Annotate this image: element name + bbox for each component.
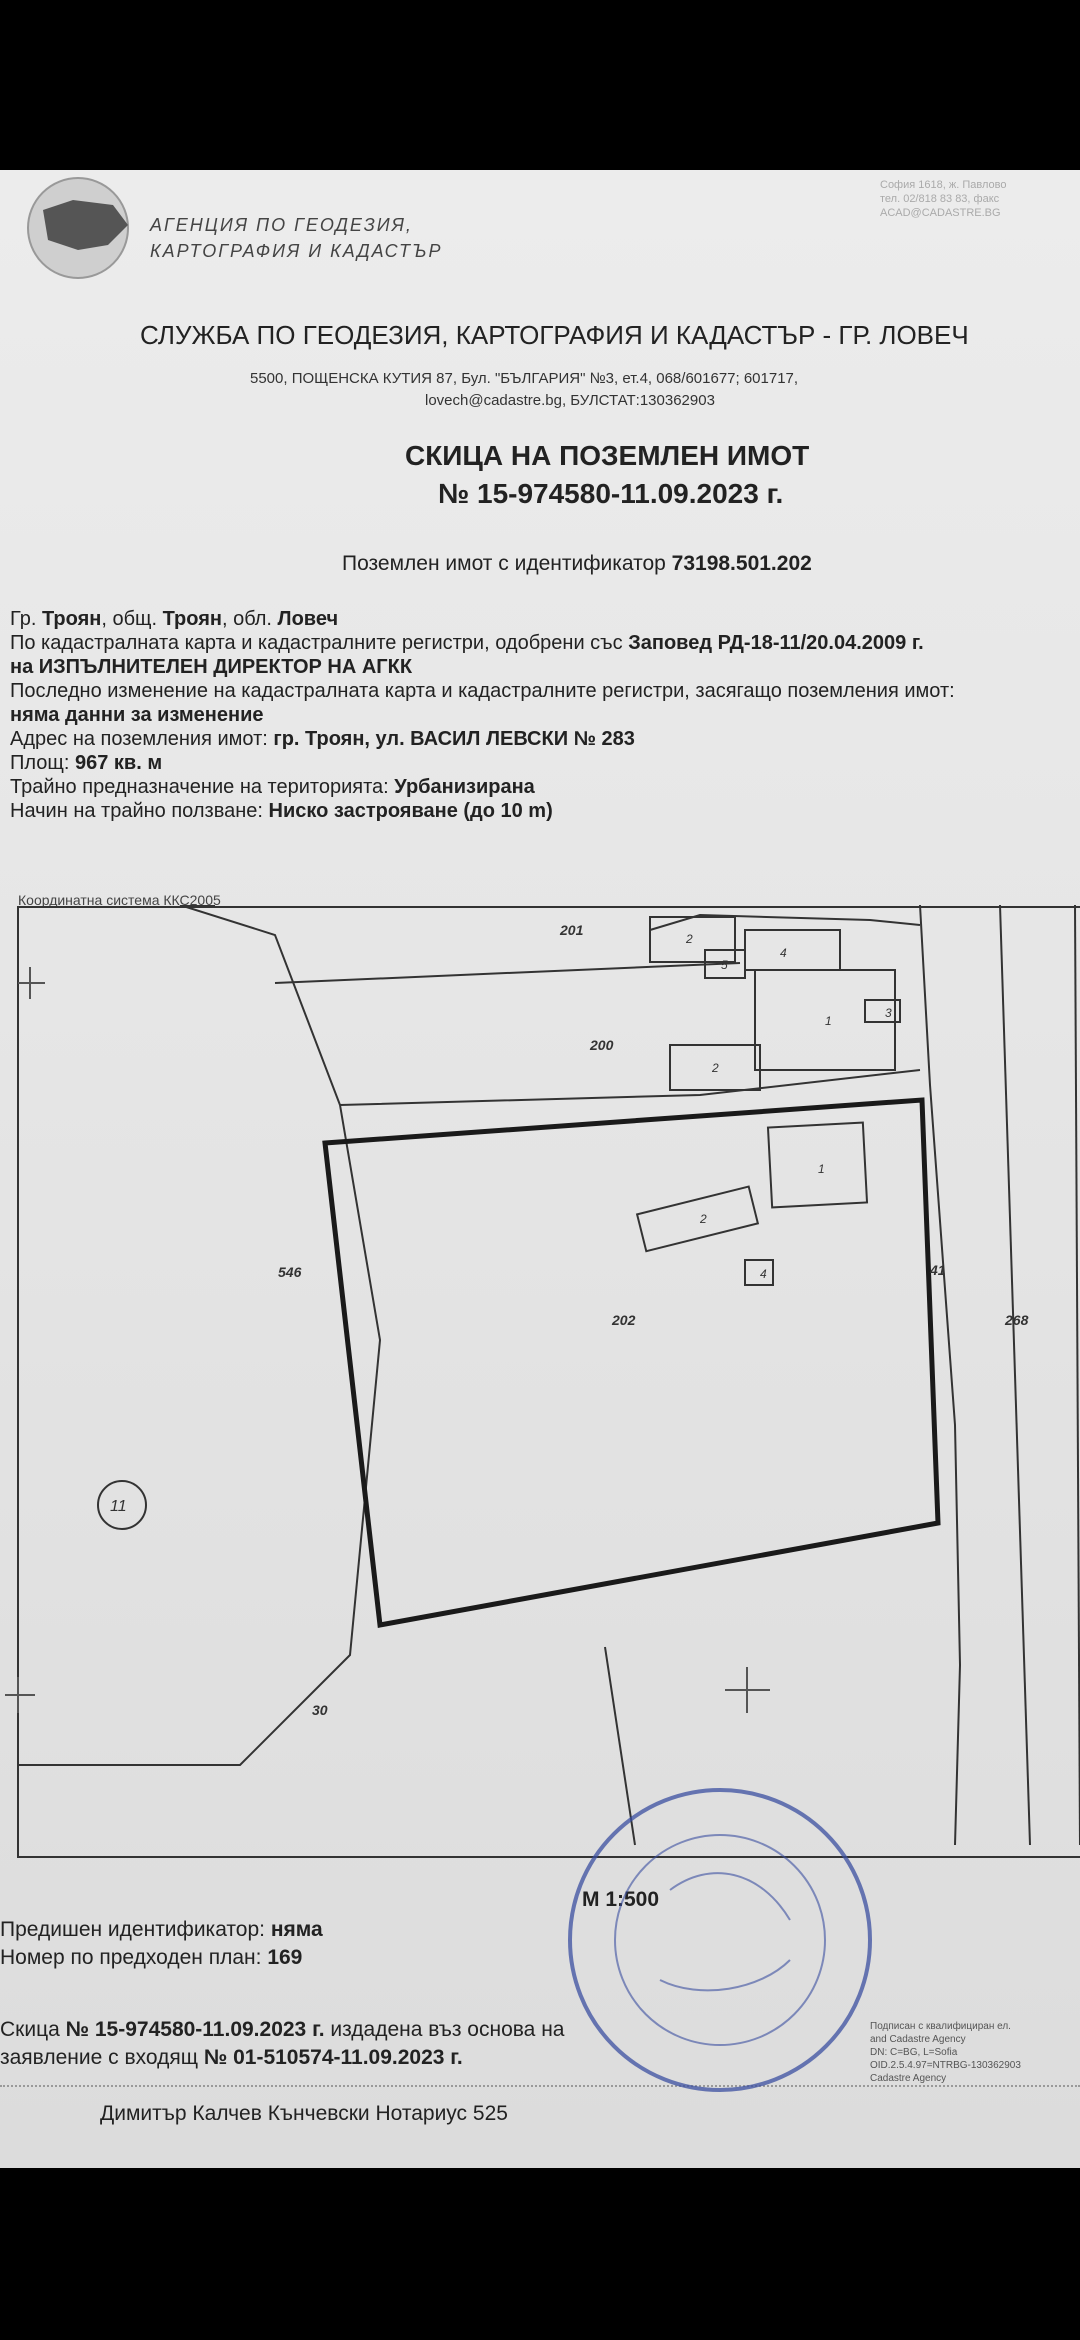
label-546: 546 bbox=[278, 1264, 302, 1280]
property-address: Адрес на поземления имот: гр. Троян, ул.… bbox=[10, 728, 635, 750]
electronic-signature-note: Подписан с квалифициран ел. and Cadastre… bbox=[870, 2021, 1021, 2084]
last-change-label: Последно изменение на кадастралната карт… bbox=[10, 680, 955, 702]
svg-text:2: 2 bbox=[699, 1212, 707, 1226]
property-area: Площ: 967 кв. м bbox=[10, 752, 163, 774]
office-name: СЛУЖБА ПО ГЕОДЕЗИЯ, КАРТОГРАФИЯ И КАДАСТ… bbox=[140, 320, 969, 350]
property-identifier: Поземлен имот с идентификатор 73198.501.… bbox=[342, 552, 812, 575]
plan-frame bbox=[17, 906, 1080, 1858]
svg-text:3: 3 bbox=[885, 1006, 892, 1020]
svg-text:1: 1 bbox=[818, 1162, 825, 1176]
application-line: заявление с входящ № 01-510574-11.09.202… bbox=[0, 2046, 463, 2069]
approval-line: По кадастралната карта и кадастралните р… bbox=[10, 632, 924, 654]
parcel-202-outline bbox=[322, 1097, 941, 1628]
office-address: 5500, ПОЩЕНСКА КУТИЯ 87, Бул. "БЪЛГАРИЯ"… bbox=[250, 370, 799, 387]
svg-text:2: 2 bbox=[685, 932, 693, 946]
svg-text:1: 1 bbox=[825, 1014, 832, 1028]
label-202: 202 bbox=[611, 1312, 636, 1328]
boundary-546 bbox=[18, 905, 382, 1766]
cadastral-plan: 201 200 546 202 41 268 30 2 5 4 1 3 2 1 … bbox=[5, 905, 1080, 1858]
issued-line: Скица № 15-974580-11.09.2023 г. издадена… bbox=[0, 2018, 565, 2041]
header-contact: София 1618, ж. Павлово тел. 02/818 83 83… bbox=[880, 179, 1007, 219]
label-201: 201 bbox=[559, 922, 584, 938]
bulgaria-map-logo bbox=[27, 177, 129, 279]
usage-mode: Начин на трайно ползване: Ниско застрояв… bbox=[10, 800, 553, 822]
location-line: Гр. Троян, общ. Троян, обл. Ловеч bbox=[10, 608, 339, 630]
document-sheet: АГЕНЦИЯ ПО ГЕОДЕЗИЯ, КАРТОГРАФИЯ И КАДАС… bbox=[0, 170, 1080, 2168]
svg-text:5: 5 bbox=[721, 958, 728, 972]
notary-stamp bbox=[568, 1788, 872, 2092]
notary-signature-name: Димитър Калчев Кънчевски Нотариус 525 bbox=[100, 2102, 508, 2125]
document-title: СКИЦА НА ПОЗЕМЛЕН ИМОТ bbox=[405, 440, 810, 471]
last-change-value: няма данни за изменение bbox=[10, 704, 264, 726]
previous-plan-number: Номер по предходен план: 169 bbox=[0, 1946, 303, 1969]
scale: М 1:500 bbox=[582, 1888, 660, 1911]
label-11: 11 bbox=[110, 1498, 127, 1515]
signature-dotted-line bbox=[0, 2085, 1080, 2087]
svg-text:4: 4 bbox=[760, 1267, 767, 1281]
coordinate-system: Координатна система ККС2005 bbox=[18, 892, 221, 908]
svg-text:4: 4 bbox=[780, 946, 787, 960]
territory-purpose: Трайно предназначение на територията: Ур… bbox=[10, 776, 535, 798]
label-30: 30 bbox=[312, 1702, 328, 1718]
approval-authority: на ИЗПЪЛНИТЕЛЕН ДИРЕКТОР НА АГКК bbox=[10, 656, 413, 678]
document-number: № 15-974580-11.09.2023 г. bbox=[438, 478, 784, 509]
office-email: lovech@cadastre.bg, БУЛСТАТ:130362903 bbox=[425, 392, 715, 409]
svg-text:2: 2 bbox=[711, 1061, 719, 1075]
agency-name: АГЕНЦИЯ ПО ГЕОДЕЗИЯ, КАРТОГРАФИЯ И КАДАС… bbox=[150, 215, 443, 261]
label-200: 200 bbox=[589, 1037, 614, 1053]
previous-identifier: Предишен идентификатор: няма bbox=[0, 1918, 323, 1941]
label-41: 41 bbox=[929, 1262, 946, 1278]
map-sheet-circle bbox=[97, 1480, 147, 1530]
label-268: 268 bbox=[1004, 1312, 1029, 1328]
building-2-top bbox=[649, 916, 736, 963]
